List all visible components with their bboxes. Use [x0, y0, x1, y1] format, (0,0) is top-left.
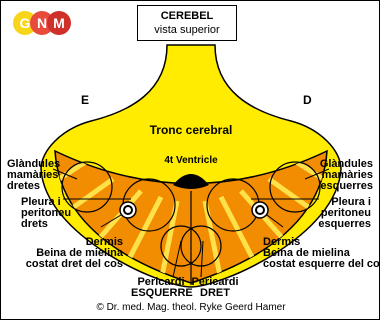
- label-glandules-right: Glàndules mamàries esquerres: [320, 159, 373, 192]
- label-dermis-left: Dermis Beina de mielina costat dret del …: [3, 237, 123, 270]
- label-pleura-right: Pleura i peritoneu esquerres: [318, 197, 371, 230]
- label-4t-ventricle: 4t Ventricle: [151, 155, 231, 166]
- dermis-marker-left: [120, 202, 136, 218]
- label-tronc-cerebral: Tronc cerebral: [141, 125, 241, 136]
- dermis-marker-right: [252, 202, 268, 218]
- label-pleura-left: Pleura i peritoneu drets: [21, 197, 71, 230]
- copyright-notice: © Dr. med. Mag. theol. Ryke Geerd Hamer: [1, 302, 380, 313]
- label-pericardi-left: Pericardi ESQUERRE: [131, 277, 191, 299]
- label-pericardi-right: Pericardi DRET: [185, 277, 245, 299]
- label-dermis-right: Dermis Beina de mielina costat esquerre …: [263, 237, 380, 270]
- label-glandules-left: Glàndules mamàries dretes: [7, 159, 60, 192]
